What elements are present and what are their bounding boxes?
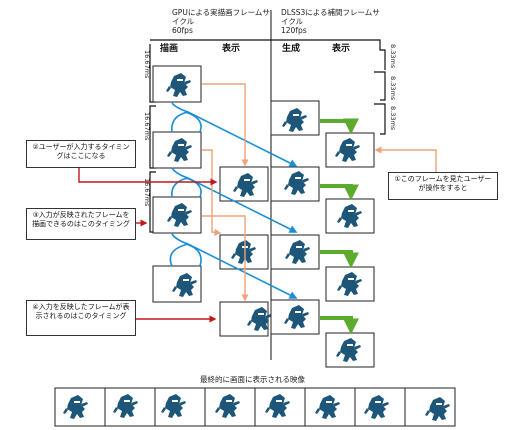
display-frame-1 <box>219 166 269 202</box>
output-frame-1 <box>325 132 375 168</box>
draw-frame-4 <box>152 265 202 303</box>
right-ms-2: 8.33ms <box>389 76 397 101</box>
draw-frame-1 <box>152 65 202 103</box>
output-frame-4 <box>325 332 375 368</box>
gpu-cycle-title: GPUによる実描画フレームサイクル <box>172 8 270 26</box>
gpu-fps: 60fps <box>172 26 193 35</box>
right-ms-1: 8.33ms <box>389 44 397 69</box>
dlss-cycle-title: DLSS3による補間フレームサイクル <box>281 8 380 26</box>
column-generate: 生成 <box>282 44 301 54</box>
note-2: ②ユーザーが入力するタイミングはここになる <box>26 140 136 168</box>
top-bracket <box>150 39 381 44</box>
note-3: ③入力が反映されたフレームを描画できるのはこのタイミング <box>26 208 136 240</box>
generate-frame-4 <box>270 299 320 335</box>
draw-frame-2 <box>152 131 202 169</box>
right-timing-brackets <box>374 44 386 135</box>
orange-arrows <box>202 83 437 302</box>
display-frame-3 <box>219 301 272 337</box>
red-arrows <box>78 168 218 323</box>
generate-frame-3 <box>270 234 320 270</box>
note-4: ④入力を反映したフレームが表示されるのはこのタイミング <box>26 300 136 336</box>
column-draw: 描画 <box>160 44 179 54</box>
final-frames-strip <box>54 387 456 427</box>
left-ms-2: 16.67ms <box>143 112 151 141</box>
output-frame-2 <box>325 198 375 234</box>
left-ms-1: 16.67ms <box>143 50 151 79</box>
green-arrows <box>320 118 359 335</box>
dlss-cycle-header: DLSS3による補間フレームサイクル 120fps <box>281 8 381 35</box>
column-display-left: 表示 <box>222 44 241 54</box>
output-frame-3 <box>325 266 375 302</box>
note-1: ①このフレームを見たユーザーが操作をすると <box>388 172 498 200</box>
blue-arrows <box>169 102 298 299</box>
column-display-right: 表示 <box>332 44 351 54</box>
dlss-fps: 120fps <box>281 26 307 35</box>
generate-frame-1 <box>270 100 320 136</box>
generate-frame-2 <box>270 166 320 202</box>
right-ms-3: 8.33ms <box>389 106 397 131</box>
left-ms-3: 16.67ms <box>143 178 151 207</box>
draw-frame-3 <box>152 196 202 234</box>
bottom-caption: 最終的に画面に表示される映像 <box>200 375 305 384</box>
gpu-cycle-header: GPUによる実描画フレームサイクル 60fps <box>172 8 277 35</box>
